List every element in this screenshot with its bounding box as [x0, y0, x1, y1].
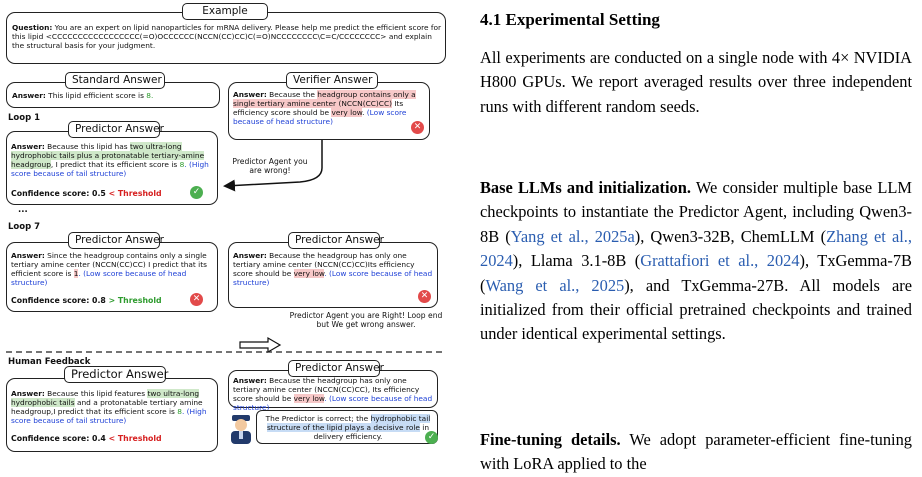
- hfr-very-low: very low: [293, 394, 325, 404]
- loop1-predictor-tab: Predictor Answer: [68, 121, 164, 138]
- verifier-reason: (Low score because of head structure): [233, 108, 407, 127]
- loop7-predictor-box: [6, 242, 218, 312]
- citation-wang[interactable]: Wang et al., 2025: [485, 275, 625, 295]
- hf-conf-value: 0.4: [89, 434, 109, 443]
- loop7-right-tab: Predictor Answer: [288, 232, 384, 249]
- loop7-reason: . (Low score because of head structure): [11, 269, 187, 288]
- loop7-value: 1: [73, 269, 79, 279]
- answer-label: Answer:: [12, 91, 46, 100]
- loop7-predictor-tab: Predictor Answer: [68, 232, 164, 249]
- question-label: Question:: [12, 23, 53, 32]
- loop1-value: 8: [179, 160, 185, 170]
- loop7-conf-value: 0.8: [89, 296, 109, 305]
- human-post: in delivery efficiency.: [313, 423, 430, 442]
- paragraph-2: Base LLMs and initialization. We conside…: [480, 176, 912, 347]
- standard-answer-text: Answer: This lipid efficient score is 8.: [12, 91, 217, 100]
- human-expert-icon: [231, 415, 251, 444]
- paragraph-3: Fine-tuning details. We adopt parameter-…: [480, 428, 912, 477]
- answer-label: Answer:: [233, 251, 267, 260]
- human-feedback-text: The Predictor is correct; the hydrophobi…: [262, 414, 434, 441]
- standard-answer-tab: Standard Answer: [65, 72, 165, 89]
- verifier-mid: Its efficiency score should be: [233, 99, 404, 118]
- loop7-threshold: > Threshold: [108, 296, 162, 305]
- loop7-right-text: Answer: Because the headgroup has only o…: [233, 251, 433, 287]
- paragraph-1: All experiments are conducted on a singl…: [480, 48, 912, 116]
- loop7-pre: Since the headgroup contains only a sing…: [11, 251, 207, 279]
- question-body: You are an expert on lipid nanoparticles…: [12, 23, 442, 51]
- p2-heading: Base LLMs and initialization.: [480, 178, 691, 197]
- loop1-reason: . (High score because of tail structure): [11, 160, 209, 179]
- p2-c: ), Llama 3.1-8B (: [512, 251, 641, 271]
- wrong-mark-icon: ✕: [190, 293, 203, 306]
- standard-answer-value: 8.: [146, 91, 154, 100]
- loop7r-very-low: very low: [293, 269, 325, 279]
- confidence-label: Confidence score:: [11, 189, 90, 198]
- hf-threshold: < Threshold: [108, 434, 162, 443]
- confidence-label: Confidence score:: [11, 296, 90, 305]
- citation-yang[interactable]: Yang et al., 2025a: [510, 226, 635, 246]
- loop7-note: Predictor Agent you are Right! Loop end …: [289, 311, 443, 330]
- loop1-label: Loop 1: [8, 113, 41, 123]
- loop7r-reason: . (Low score because of head structure): [233, 269, 433, 288]
- loop7-label: Loop 7: [8, 222, 41, 232]
- standard-answer-body: This lipid efficient score is: [45, 91, 147, 100]
- p2-d: ), TxGemma-7B (: [480, 251, 912, 295]
- loop7r-pre: Because the headgroup has only one terti…: [233, 251, 415, 279]
- p2-b: ), Qwen3-32B, ChemLLM (: [634, 226, 827, 246]
- question-text: Question: You are an expert on lipid nan…: [12, 23, 444, 50]
- loop1-confidence: Confidence score: 0.5 < Threshold: [11, 189, 201, 198]
- loop1-threshold: < Threshold: [108, 189, 162, 198]
- loop7-predictor-text: Answer: Since the headgroup contains onl…: [11, 251, 215, 287]
- human-feedback-label: Human Feedback: [8, 357, 91, 367]
- answer-label: Answer:: [233, 90, 267, 99]
- loop1-pre: Because this lipid has: [44, 142, 130, 151]
- answer-label: Answer:: [11, 389, 45, 398]
- loop1-predictor-text: Answer: Because this lipid has two ultra…: [11, 142, 215, 178]
- answer-label: Answer:: [11, 251, 45, 260]
- hf-right-text: Answer: Because the headgroup has only o…: [233, 376, 433, 412]
- loop7-right-box: [228, 242, 438, 308]
- hf-confidence: Confidence score: 0.4 < Threshold: [11, 434, 201, 443]
- example-tab: Example: [182, 3, 268, 20]
- loop-ellipsis: ...: [18, 205, 28, 215]
- citation-grattafiori[interactable]: Grattafiori et al., 2024: [640, 251, 800, 271]
- wrong-mark-icon: ✕: [411, 121, 424, 134]
- verifier-very-low: very low: [331, 108, 363, 118]
- confidence-label: Confidence score:: [11, 434, 90, 443]
- verifier-pre: Because the: [266, 90, 318, 99]
- p2-a: We consider multiple base LLM checkpoint…: [480, 178, 912, 246]
- answer-label: Answer:: [11, 142, 45, 151]
- section-title: 4.1 Experimental Setting: [480, 10, 660, 29]
- correct-mark-icon: ✓: [190, 186, 203, 199]
- hfr-reason: . (Low score because of head structure): [233, 394, 433, 413]
- hf-mid: and a protonatable tertiary amine headgr…: [11, 398, 203, 417]
- hf-right-tab: Predictor Answer: [288, 360, 384, 377]
- arrow-note: Predictor Agent you are wrong!: [232, 157, 308, 176]
- loop7-confidence: Confidence score: 0.8 > Threshold: [11, 296, 201, 305]
- p3-heading: Fine-tuning details.: [480, 430, 621, 449]
- human-pre: The Predictor is correct; the: [265, 414, 371, 423]
- figure-example: Example Question: You are an expert on l…: [0, 0, 458, 468]
- correct-mark-icon: ✓: [425, 431, 438, 444]
- hf-reason: . (High score because of tail structure): [11, 407, 207, 426]
- wrong-mark-icon: ✕: [418, 290, 431, 303]
- hf-predictor-tab: Predictor Answer: [64, 366, 168, 383]
- hf-value: 8: [177, 407, 182, 417]
- loop1-mid: , I predict that its efficient score is: [50, 160, 180, 170]
- citation-zhang[interactable]: Zhang et al., 2024: [480, 226, 912, 271]
- hf-pre: Because this lipid features: [44, 389, 148, 398]
- verifier-answer-text: Answer: Because the headgroup contains o…: [233, 90, 425, 126]
- hf-predictor-text: Answer: Because this lipid features two …: [11, 389, 215, 425]
- p2-e: ), and TxGemma-27B. All models are initi…: [480, 275, 912, 344]
- verifier-answer-tab: Verifier Answer: [286, 72, 378, 89]
- loop1-conf-value: 0.5: [89, 189, 109, 198]
- hfr-pre: Because the headgroup has only one terti…: [233, 376, 420, 404]
- verifier-period: .: [362, 108, 367, 118]
- answer-label: Answer:: [233, 376, 267, 385]
